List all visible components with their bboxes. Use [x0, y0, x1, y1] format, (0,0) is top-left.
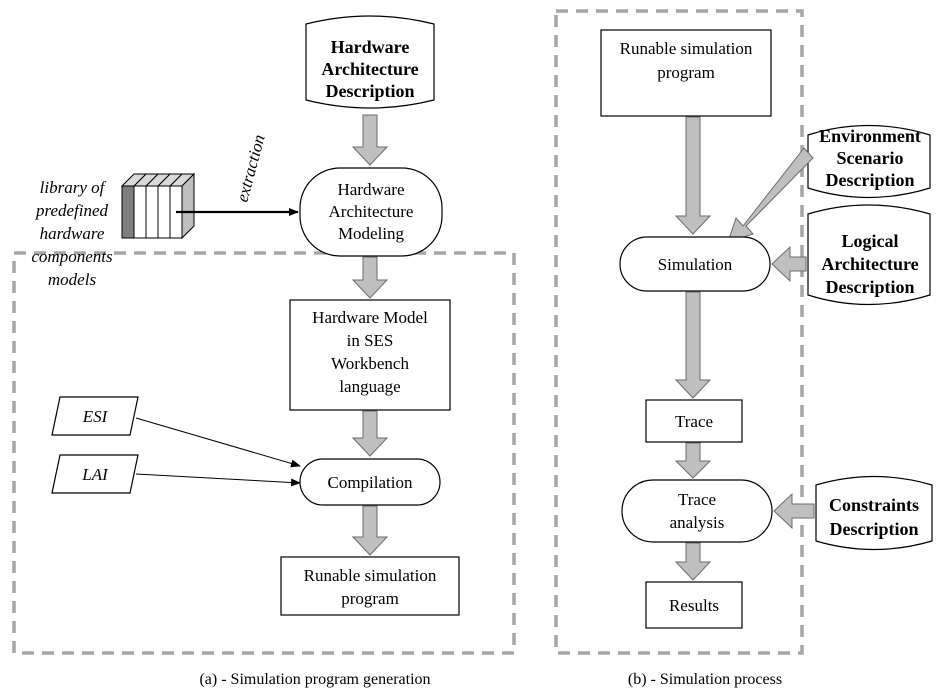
arrow-runable-to-simulation — [674, 116, 712, 235]
esi-to-compilation-arrow — [135, 417, 301, 468]
environment-scenario-description-store: Environment Scenario Description — [807, 124, 931, 199]
trace-analysis-line1: Trace — [678, 490, 716, 509]
results-label: Results — [669, 596, 719, 615]
hw-arch-desc-line2: Architecture — [321, 59, 418, 79]
constraints-line2: Description — [830, 519, 919, 539]
logical-architecture-description-store: Logical Architecture Description — [807, 204, 931, 306]
hw-model-line4: language — [339, 377, 400, 396]
arrow-compilation-to-runable — [351, 505, 389, 556]
simulation-label: Simulation — [658, 255, 733, 274]
esi-input-node: ESI — [51, 396, 139, 436]
caption-panel-a: (a) - Simulation program generation — [199, 671, 430, 688]
runable-b-line1: Runable simulation — [620, 39, 753, 58]
lai-to-compilation-arrow — [135, 473, 301, 487]
trace-analysis-node: Trace analysis — [621, 479, 773, 543]
library-label-line2: predefined — [35, 201, 109, 220]
panel-a-dashed-border — [12, 251, 516, 655]
hw-model-line2: in SES — [347, 331, 394, 350]
hw-model-line3: Workbench — [331, 354, 409, 373]
runable-a-line2: program — [341, 589, 399, 608]
env-line1: Environment — [819, 126, 921, 146]
hardware-model-box: Hardware Model in SES Workbench language — [289, 299, 451, 411]
runable-program-box-a: Runable simulation program — [280, 556, 460, 616]
logical-line3: Description — [826, 277, 915, 297]
trace-box: Trace — [645, 399, 743, 443]
arrow-simulation-to-trace — [674, 291, 712, 399]
hardware-architecture-modeling-node: Hardware Architecture Modeling — [299, 167, 443, 257]
trace-label: Trace — [675, 412, 713, 431]
panel-b-dashed-border — [554, 9, 804, 655]
logical-line1: Logical — [842, 231, 899, 251]
trace-analysis-line2: analysis — [670, 513, 725, 532]
hw-modeling-line2: Architecture — [329, 202, 414, 221]
library-label: library of predefined hardware component… — [31, 178, 113, 289]
runable-b-line2: program — [657, 63, 715, 82]
runable-a-line1: Runable simulation — [304, 566, 437, 585]
logical-line2: Architecture — [821, 254, 918, 274]
simulation-node: Simulation — [619, 236, 771, 292]
compilation-label: Compilation — [328, 473, 414, 492]
hw-modeling-line1: Hardware — [337, 180, 404, 199]
runable-program-box-b: Runable simulation program — [600, 29, 772, 117]
compilation-node: Compilation — [299, 458, 441, 506]
arrow-logical-to-simulation — [771, 245, 807, 283]
constraints-line1: Constraints — [829, 495, 919, 515]
hw-modeling-line3: Modeling — [338, 224, 405, 243]
arrow-model-to-compilation — [351, 410, 389, 457]
library-label-line4: components — [31, 247, 113, 266]
component-library-stack-icon — [120, 172, 196, 240]
lai-input-node: LAI — [51, 454, 139, 494]
arrow-analysis-to-results — [674, 542, 712, 581]
library-label-line5: models — [48, 270, 97, 289]
constraints-description-store: Constraints Description — [815, 475, 933, 551]
esi-label: ESI — [82, 407, 109, 426]
results-box: Results — [645, 581, 743, 629]
env-line3: Description — [826, 170, 915, 190]
hw-arch-desc-line1: Hardware — [331, 37, 410, 57]
library-label-line1: library of — [40, 178, 107, 197]
extraction-label: extraction — [233, 133, 269, 204]
arrow-desc-to-modeling — [351, 114, 389, 166]
arrow-trace-to-analysis — [674, 442, 712, 479]
lai-label: LAI — [81, 465, 109, 484]
env-line2: Scenario — [837, 148, 904, 168]
hw-arch-desc-line3: Description — [326, 81, 415, 101]
library-label-line3: hardware — [40, 224, 105, 243]
caption-panel-b: (b) - Simulation process — [628, 671, 782, 688]
arrow-constraints-to-analysis — [773, 492, 815, 530]
arrow-modeling-to-model — [351, 256, 389, 299]
hardware-architecture-description-store: Hardware Architecture Description — [305, 15, 435, 109]
hw-model-line1: Hardware Model — [312, 308, 428, 327]
